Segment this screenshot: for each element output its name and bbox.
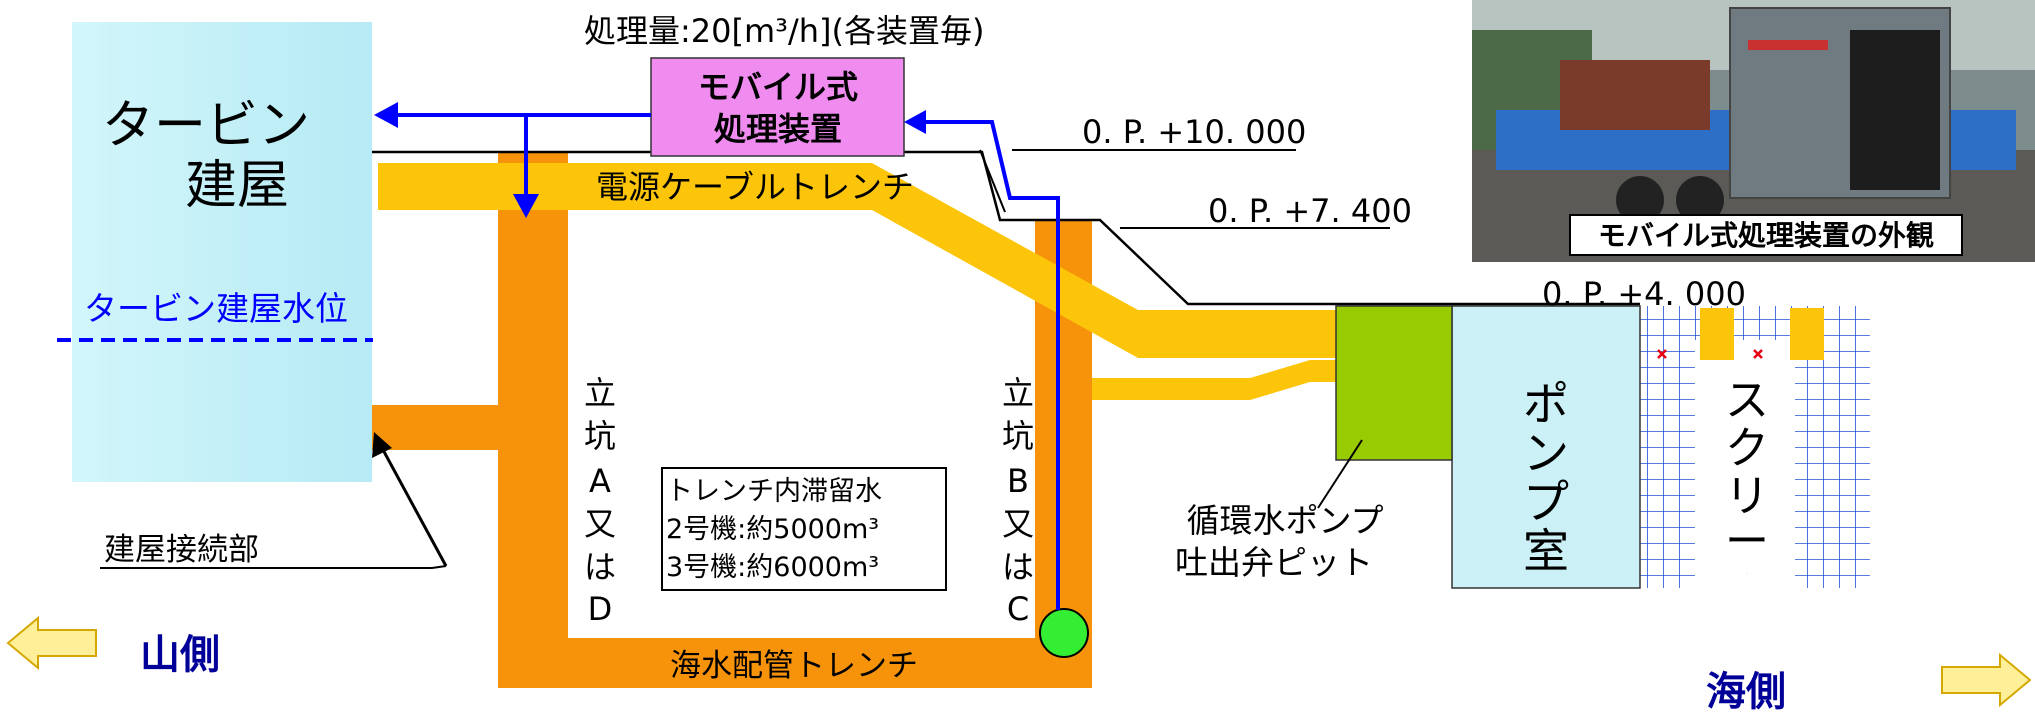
shaft-ad-char: 坑 [584,417,616,455]
shaft-ad-char: A [589,462,611,500]
screen-char: ン [1747,573,1748,575]
shaft-ad-char: 立 [584,374,616,412]
mobile-unit-label-2: 処理装置 [714,110,842,148]
screen-label: ス ク リ ー ン [1725,375,1769,575]
turbine-building [72,22,372,482]
shaft-bc-char: 立 [1002,374,1034,412]
turbine-building-label-1: タービン [102,96,310,156]
cable-trench-label: 電源ケーブルトレンチ [596,168,914,206]
pump-room-label: ポ ン プ 室 [1523,377,1569,578]
shaft-bc-char: C [1007,590,1029,628]
screen-char: ス [1725,375,1769,426]
building-connection-label: 建屋接続部 [104,532,259,568]
stagnant-water-line-2: 2号機:約5000m³ [666,514,879,545]
building-connection-leader [100,565,447,569]
mobile-processing-unit [650,57,905,157]
shaft-ad-char: は [584,548,616,586]
stagnant-water-line-1: トレンチ内滞留水 [666,476,882,507]
pump-room [1451,305,1641,589]
grid-marks [1657,349,1763,359]
level-op7: 0. P. +7. 400 [1208,192,1412,230]
mountain-side-arrow-icon [6,615,97,671]
pump-room-char: 室 [1523,524,1569,578]
level-op10: 0. P. +10. 000 [1082,113,1306,151]
pump-discharge-valve-pit [1335,305,1453,461]
screen-char: ク [1725,423,1769,474]
shaft-bc-char: 坑 [1002,417,1034,455]
suction-arrowhead [904,110,926,134]
shaft-ad-char: D [588,590,613,628]
building-connection-arrow [380,447,448,567]
shaft-ad-char: 又 [584,505,616,543]
screen-panel [1695,340,1795,588]
pump-room-char: プ [1523,475,1569,529]
return-arrowhead [374,102,398,128]
screen-char: リ [1725,471,1769,522]
flow-rate-label: 処理量:20[m³/h](各装置毎) [584,12,985,50]
power-cable-trench [378,163,1555,358]
seawater-trench-label: 海水配管トレンチ [670,648,918,684]
return-branch-arrowhead [513,194,539,218]
sea-side-label: 海側 [1706,669,1786,711]
grid-post-2 [1790,308,1824,360]
ground-line-upper [979,149,1006,213]
mountain-side-label: 山側 [140,632,220,678]
photo-caption: モバイル式処理装置の外観 [1598,219,1934,252]
shaft-bc-char: 又 [1002,505,1034,543]
shaft-ad-label: 立 坑 A 又 は D [584,374,616,628]
building-connection-arrowhead [372,432,392,458]
level-op4: 0. P. +4. 000 [1542,275,1746,313]
grid-post-1 [1700,308,1734,360]
pump-room-char: ン [1523,426,1569,480]
connection-pipe [372,405,502,450]
turbine-water-level-label: タービン建屋水位 [84,289,348,328]
turbine-building-label-2: 建屋 [185,156,289,216]
suction-line [918,120,1060,610]
shaft-bc-char: B [1007,462,1029,500]
shaft-bc-label: 立 坑 B 又 は C [1002,374,1034,628]
stagnant-water-line-3: 3号機:約6000m³ [666,552,879,583]
screen-char: ー [1725,516,1769,567]
mobile-unit-label-1: モバイル式 [698,68,858,106]
pump-icon [1039,608,1089,658]
pump-room-char: ポ [1523,377,1569,431]
photo-caption-box [1569,214,1963,256]
shaft-bc-char: は [1002,548,1034,586]
pump-pit-label-2: 吐出弁ピット [1175,543,1373,582]
pit-leader-line [1317,439,1363,509]
sea-side-arrow-icon [1941,652,2032,708]
stagnant-water-box [661,467,947,591]
pump-pit-label-1: 循環水ポンプ [1186,501,1383,540]
